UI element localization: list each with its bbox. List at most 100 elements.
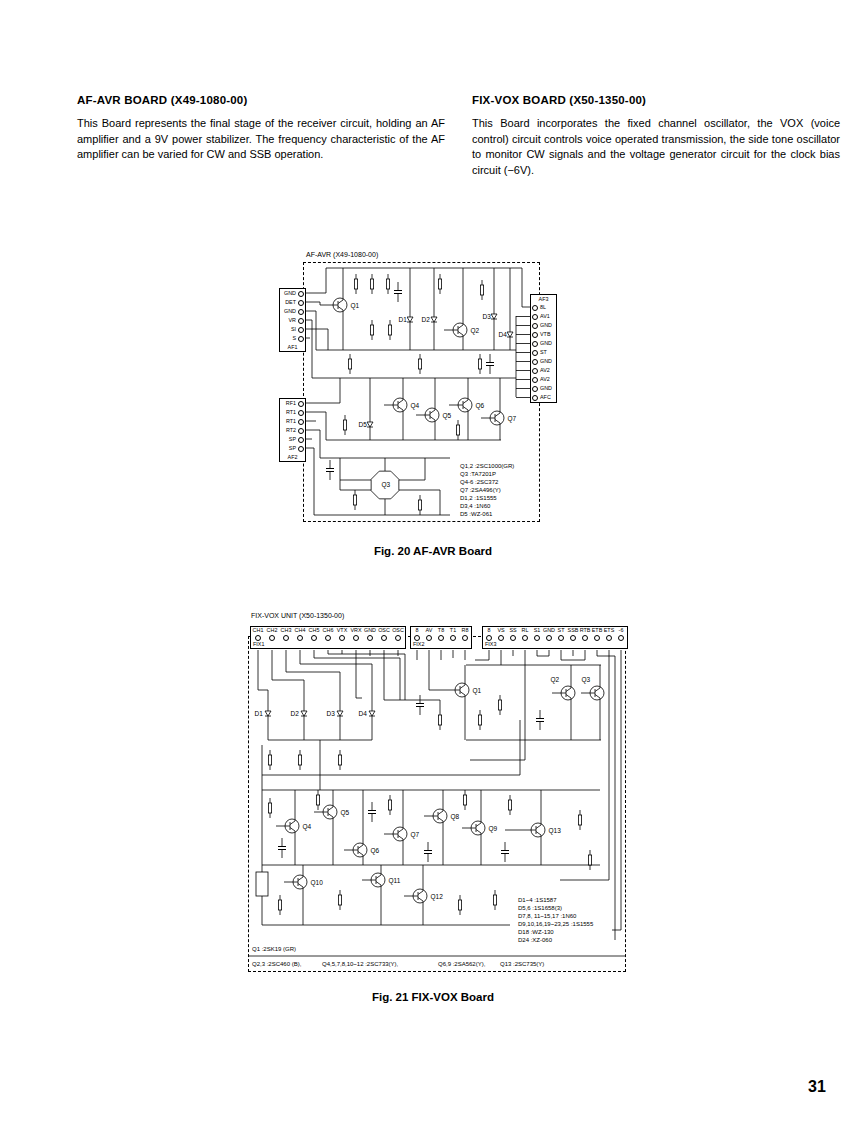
wire bbox=[516, 379, 530, 380]
terminal-pin bbox=[298, 446, 304, 452]
diode-stack-block bbox=[256, 872, 268, 896]
pin-name: VTX bbox=[337, 627, 347, 634]
terminal-pin bbox=[618, 635, 624, 641]
wire bbox=[441, 650, 442, 660]
transistor-leads bbox=[581, 665, 600, 740]
terminal-pin bbox=[298, 291, 304, 297]
transistor-symbol bbox=[284, 865, 307, 925]
diode-symbol bbox=[491, 311, 497, 323]
transistor-symbol bbox=[522, 790, 545, 865]
resistor-symbol bbox=[343, 415, 346, 435]
terminal-pin bbox=[522, 635, 528, 641]
pin-name: RT1 bbox=[280, 417, 296, 426]
ic-outline bbox=[371, 471, 399, 499]
wire bbox=[516, 316, 517, 397]
terminal-row: AV2 bbox=[531, 375, 556, 384]
terminal-pin bbox=[532, 332, 538, 338]
terminal-row: GND bbox=[531, 384, 556, 393]
parts-list-entry: D3,4 :1N60 bbox=[460, 503, 490, 510]
resistor-symbol bbox=[438, 274, 441, 294]
part-reference: Q3 bbox=[581, 676, 591, 683]
terminal-pin bbox=[297, 635, 303, 641]
terminal-column: RTB bbox=[579, 627, 591, 641]
pin-name: AV2 bbox=[540, 375, 556, 384]
resistor-symbol bbox=[338, 750, 341, 770]
terminal-pin bbox=[438, 635, 444, 641]
terminal-row: CH1CH2CH3CH4CH5CH6VTXVRXGNDOSCOSC bbox=[251, 627, 405, 641]
terminal-column: CH3 bbox=[279, 627, 293, 641]
wire bbox=[516, 316, 530, 317]
capacitor-symbol bbox=[536, 710, 544, 730]
terminal-pin bbox=[339, 635, 345, 641]
terminal-pin bbox=[558, 635, 564, 641]
wire bbox=[306, 430, 450, 458]
diode-body bbox=[431, 314, 437, 326]
resistor-body bbox=[458, 900, 461, 910]
terminal-row: 8VSSSRLS1GNDSTSSBRTBETBETS-6 bbox=[483, 627, 627, 641]
pin-name: DET bbox=[280, 298, 296, 307]
terminal-pin bbox=[283, 635, 289, 641]
resistor-body bbox=[478, 359, 481, 369]
terminal-column: ETB bbox=[591, 627, 603, 641]
transistor-leads bbox=[481, 378, 500, 440]
terminal-pin bbox=[298, 300, 304, 306]
board-title: FIX-VOX UNIT (X50-1350-00) bbox=[251, 612, 344, 620]
terminal-strip: GNDDETGNDVRSISAF1 bbox=[279, 288, 306, 352]
terminal-pin bbox=[325, 635, 331, 641]
pin-name: R8 bbox=[462, 627, 469, 634]
terminal-row: GND bbox=[531, 321, 556, 330]
terminal-column: T8 bbox=[435, 627, 447, 641]
wire bbox=[466, 665, 601, 666]
terminal-pin bbox=[582, 635, 588, 641]
terminal-pin bbox=[546, 635, 552, 641]
wire bbox=[516, 325, 530, 326]
diode-symbol bbox=[367, 419, 373, 431]
pin-name: SP bbox=[280, 435, 296, 444]
transistor-leads bbox=[416, 378, 435, 440]
connector-tag: FIX2 bbox=[413, 641, 424, 647]
wire bbox=[370, 650, 371, 656]
wire bbox=[537, 650, 549, 656]
wire bbox=[399, 458, 425, 480]
part-reference: Q7 bbox=[507, 415, 517, 422]
resistor-symbol bbox=[298, 750, 301, 770]
transistor-leads bbox=[324, 268, 343, 350]
transistor-symbol bbox=[446, 665, 469, 740]
resistor-body bbox=[370, 279, 373, 289]
pin-name: S bbox=[280, 334, 296, 343]
capacitor-plate bbox=[278, 847, 286, 850]
terminal-row: SI bbox=[280, 325, 305, 334]
wire bbox=[314, 650, 400, 700]
resistor-symbol bbox=[418, 495, 421, 515]
terminal-pin bbox=[570, 635, 576, 641]
resistor-body bbox=[456, 425, 459, 435]
part-reference: Q2 bbox=[550, 676, 560, 683]
terminal-pin bbox=[534, 635, 540, 641]
wire bbox=[306, 329, 328, 350]
diode-body bbox=[301, 708, 307, 720]
diode-body bbox=[337, 708, 343, 720]
terminal-pin bbox=[532, 368, 538, 374]
terminal-row: GND bbox=[531, 339, 556, 348]
resistor-body bbox=[348, 359, 351, 369]
part-reference: Q9 bbox=[488, 825, 498, 832]
transistor-symbol bbox=[384, 790, 407, 865]
resistor-body bbox=[316, 795, 319, 805]
resistor-body bbox=[493, 895, 496, 905]
capacitor-lead bbox=[420, 695, 421, 715]
terminal-column: VRX bbox=[349, 627, 363, 641]
transistor-leads bbox=[444, 268, 463, 350]
diode-body bbox=[407, 314, 413, 326]
pin-name: RF1 bbox=[280, 399, 296, 408]
terminal-column: S1 bbox=[531, 627, 543, 641]
wire bbox=[384, 650, 440, 710]
transistor-leads bbox=[446, 665, 465, 740]
part-reference: Q11 bbox=[388, 877, 401, 884]
figure-caption: Fig. 21 FIX-VOX Board bbox=[372, 991, 494, 1003]
pin-name: SP bbox=[280, 444, 296, 453]
connector-tag-row: AF1 bbox=[280, 343, 305, 351]
resistor-symbol bbox=[493, 890, 496, 910]
parts-list-entry: D9,10,16,19~23,25 :1S1555 bbox=[518, 921, 593, 928]
resistor-symbol bbox=[268, 750, 271, 770]
pin-name: ST bbox=[558, 627, 565, 634]
